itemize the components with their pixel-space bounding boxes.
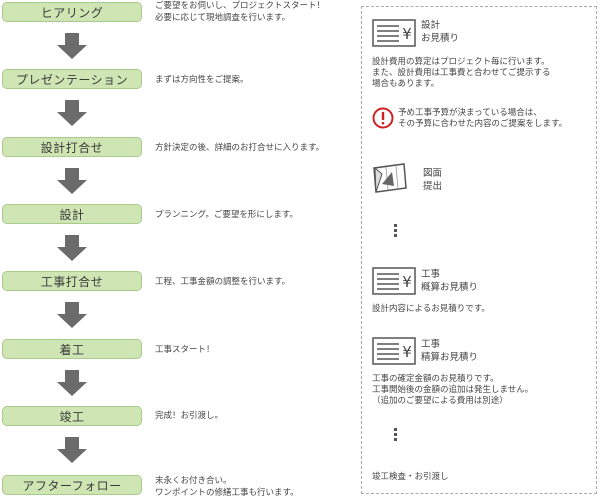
- label-line: お見積り: [421, 33, 460, 44]
- drawing-icon: [373, 163, 407, 193]
- estimate-note: 工事の確定金額のお見積りです。 工事開始後の金額の追加は発生しません。 （追加の…: [372, 374, 533, 407]
- step-label: 着工: [59, 342, 85, 357]
- note-line: （追加のご要望による費用は別途）: [372, 396, 508, 406]
- description-line: プランニング。ご要望を形にします。: [155, 210, 298, 220]
- step-description: 工事スタート！: [155, 344, 215, 356]
- step-presentation: プレゼンテーション: [2, 69, 142, 89]
- step-label: 工事打合せ: [40, 274, 104, 289]
- label-line: 図面: [423, 168, 443, 179]
- down-arrow-icon: [57, 168, 87, 194]
- yen-document-icon: ¥: [372, 337, 416, 365]
- estimate-note: 設計費用の算定はプロジェクト毎に行います。 また、設計費用は工事費と合わせてご提…: [372, 57, 551, 90]
- step-label: 設計打合せ: [40, 140, 104, 155]
- estimate-label: 設計 お見積り: [421, 19, 459, 45]
- note-line: 工事の確定金額のお見積りです。: [372, 374, 499, 384]
- label-line: 概算お見積り: [421, 282, 479, 293]
- step-design-meeting: 設計打合せ: [2, 137, 142, 157]
- note-line: 予め工事予算が決まっている場合は、: [398, 108, 542, 118]
- step-hearing: ヒアリング: [2, 2, 142, 22]
- step-label: 竣工: [59, 409, 85, 424]
- note-line: 場合もあります。: [372, 79, 440, 89]
- estimate-panel: [361, 6, 597, 494]
- label-line: 工事: [421, 269, 441, 280]
- down-arrow-icon: [57, 33, 87, 59]
- estimate-label: 工事 概算お見積り: [421, 268, 478, 294]
- vertical-dots-icon: [394, 224, 398, 239]
- step-description: まずは方向性をご提案。: [155, 74, 249, 86]
- svg-text:¥: ¥: [402, 343, 412, 361]
- warning-note: 予め工事予算が決まっている場合は、 その予算に合わせた内容のご提案をします。: [398, 108, 567, 130]
- final-inspection-note: 竣工検査・お引渡し: [372, 472, 449, 482]
- description-line: ご要望をお伺いし、プロジェクトスタート！: [155, 1, 326, 11]
- drawing-label: 図面 提出: [423, 167, 442, 193]
- exclamation-icon: [372, 107, 394, 129]
- down-arrow-icon: [57, 437, 87, 463]
- description-line: 工事スタート！: [155, 345, 215, 355]
- yen-document-icon: ¥: [372, 267, 416, 295]
- estimate-note: 設計内容によるお見積りです。: [372, 304, 490, 315]
- vertical-dots-icon: [394, 428, 398, 443]
- description-line: 方針決定の後、詳細のお打合せに入ります。: [155, 143, 325, 153]
- yen-document-icon: ¥: [372, 19, 416, 47]
- svg-text:¥: ¥: [402, 25, 412, 43]
- step-description: 末永くお付き合い。 ワンポイントの修繕工事も行います。: [155, 475, 299, 499]
- step-label: 設計: [59, 207, 85, 222]
- note-line: 工事開始後の金額の追加は発生しません。: [372, 385, 534, 395]
- step-label: プレゼンテーション: [15, 72, 129, 87]
- step-groundbreaking: 着工: [2, 339, 142, 359]
- down-arrow-icon: [57, 100, 87, 126]
- step-label: ヒアリング: [40, 5, 104, 20]
- down-arrow-icon: [57, 235, 87, 261]
- description-line: 必要に応じて現地調査を行います。: [155, 13, 291, 23]
- note-line: 設計費用の算定はプロジェクト毎に行います。: [372, 57, 550, 67]
- step-completion: 竣工: [2, 406, 142, 426]
- label-line: 提出: [423, 181, 443, 192]
- description-line: ワンポイントの修繕工事も行います。: [155, 488, 299, 498]
- description-line: 工程、工事金額の調整を行います。: [155, 277, 291, 287]
- step-construction-meeting: 工事打合せ: [2, 271, 142, 291]
- step-design: 設計: [2, 204, 142, 224]
- svg-text:¥: ¥: [402, 273, 412, 291]
- description-line: 完成！お引渡し。: [155, 411, 224, 421]
- step-description: 工程、工事金額の調整を行います。: [155, 276, 290, 288]
- step-description: ご要望をお伺いし、プロジェクトスタート！ 必要に応じて現地調査を行います。: [155, 0, 325, 24]
- step-description: 完成！お引渡し。: [155, 410, 223, 422]
- step-after-follow: アフターフォロー: [2, 475, 142, 495]
- description-line: 末永くお付き合い。: [155, 476, 232, 486]
- note-line: その予算に合わせた内容のご提案をします。: [398, 119, 568, 129]
- estimate-label: 工事 精算お見積り: [421, 338, 478, 364]
- step-description: プランニング。ご要望を形にします。: [155, 209, 298, 221]
- step-label: アフターフォロー: [22, 478, 122, 493]
- down-arrow-icon: [57, 302, 87, 328]
- label-line: 精算お見積り: [421, 352, 479, 363]
- step-description: 方針決定の後、詳細のお打合せに入ります。: [155, 142, 324, 154]
- label-line: 工事: [421, 339, 441, 350]
- note-line: 設計内容によるお見積りです。: [372, 304, 490, 314]
- label-line: 設計: [421, 20, 441, 31]
- note-line: また、設計費用は工事費と合わせてご提示する: [372, 68, 551, 78]
- description-line: まずは方向性をご提案。: [155, 75, 249, 85]
- down-arrow-icon: [57, 370, 87, 396]
